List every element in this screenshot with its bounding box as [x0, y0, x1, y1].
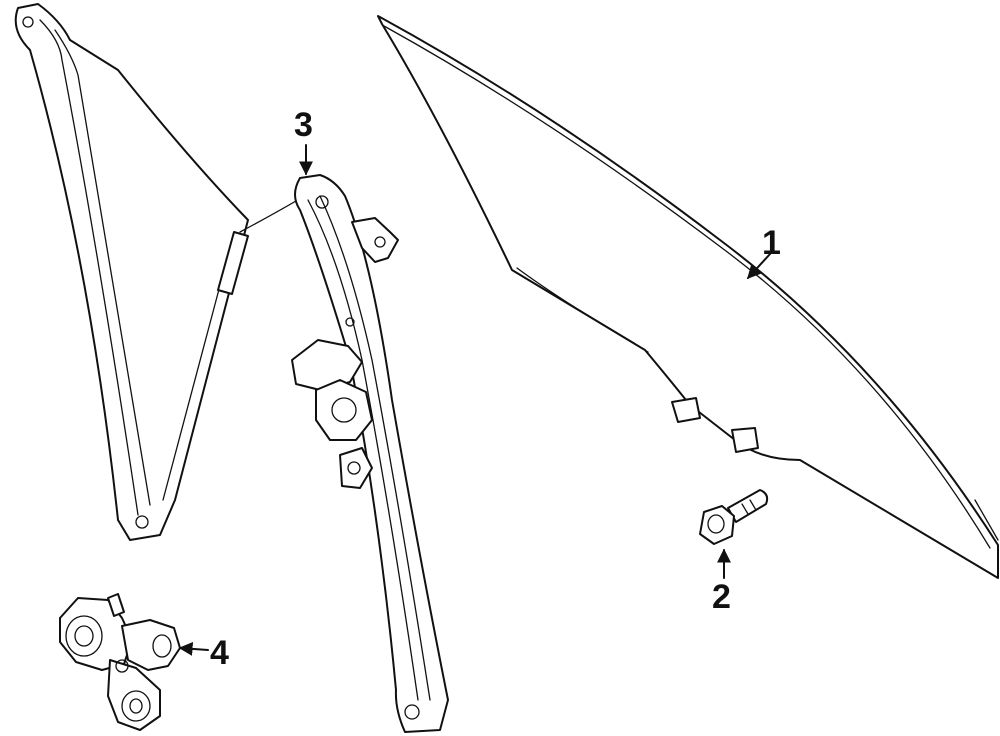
door-glass — [377, 15, 999, 579]
window-regulator — [14, 3, 449, 733]
callout-label-1: 1 — [762, 224, 781, 262]
leader-arrow-1 — [747, 253, 771, 280]
callout-label-3: 3 — [294, 106, 313, 144]
callout-label-4: 4 — [210, 634, 229, 672]
bolt — [699, 489, 769, 545]
leader-arrow-4 — [178, 641, 209, 656]
window-motor — [59, 593, 181, 731]
callout-label-2: 2 — [712, 578, 731, 616]
